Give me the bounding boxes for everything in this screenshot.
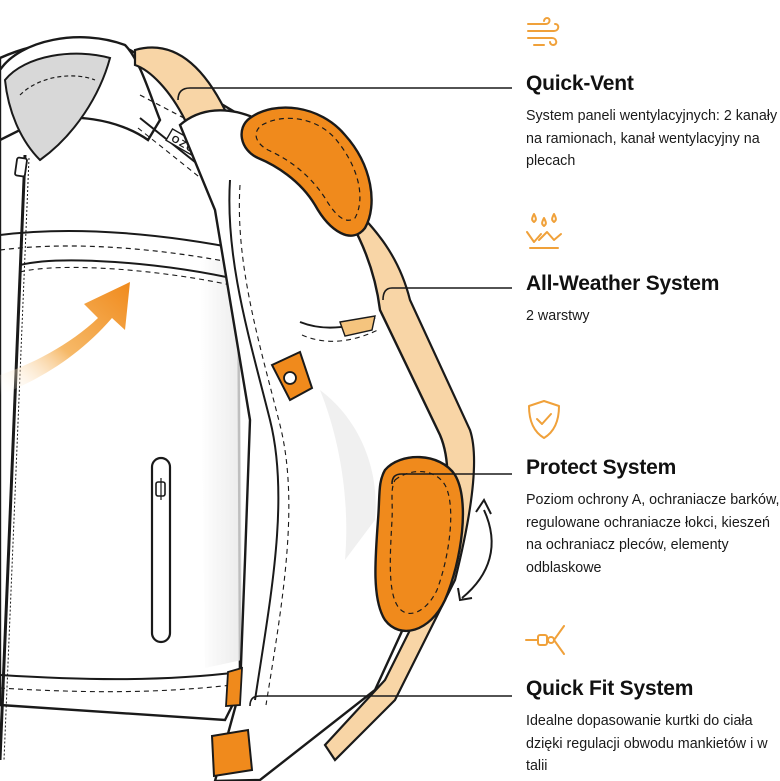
callout-lines bbox=[177, 87, 512, 707]
feature-description: 2 warstwy bbox=[526, 308, 590, 324]
cuff-adjuster bbox=[210, 728, 254, 778]
feature-title: Quick Fit System bbox=[526, 677, 694, 700]
feature-all-weather-system: All-Weather System 2 warstwy bbox=[526, 272, 780, 328]
shoulder-protector bbox=[240, 106, 373, 237]
adjust-strap-icon bbox=[524, 620, 568, 660]
feature-quick-fit-system: Quick Fit System Idealne dopasowanie kur… bbox=[526, 677, 780, 778]
rotation-arrow bbox=[461, 509, 493, 599]
wind-icon bbox=[524, 14, 564, 54]
feature-description: Idealne dopasowanie kurtki do ciała dzię… bbox=[526, 713, 768, 774]
elbow-protector bbox=[374, 455, 465, 633]
front-zipper bbox=[0, 154, 27, 761]
airflow-arrow bbox=[0, 282, 130, 395]
feature-title: Quick-Vent bbox=[526, 72, 634, 95]
feature-quick-vent: Quick-Vent System paneli wentylacyjnych:… bbox=[526, 72, 780, 173]
feature-title: Protect System bbox=[526, 456, 677, 479]
shield-check-icon bbox=[524, 398, 564, 442]
feature-description: Poziom ochrony A, ochraniacze barków, re… bbox=[526, 492, 780, 576]
feature-description: System paneli wentylacyjnych: 2 kanały n… bbox=[526, 108, 778, 169]
weather-drops-icon bbox=[524, 210, 564, 254]
feature-protect-system: Protect System Poziom ochrony A, ochrani… bbox=[526, 456, 780, 579]
feature-title: All-Weather System bbox=[526, 272, 720, 295]
pocket-zipper bbox=[150, 456, 172, 644]
